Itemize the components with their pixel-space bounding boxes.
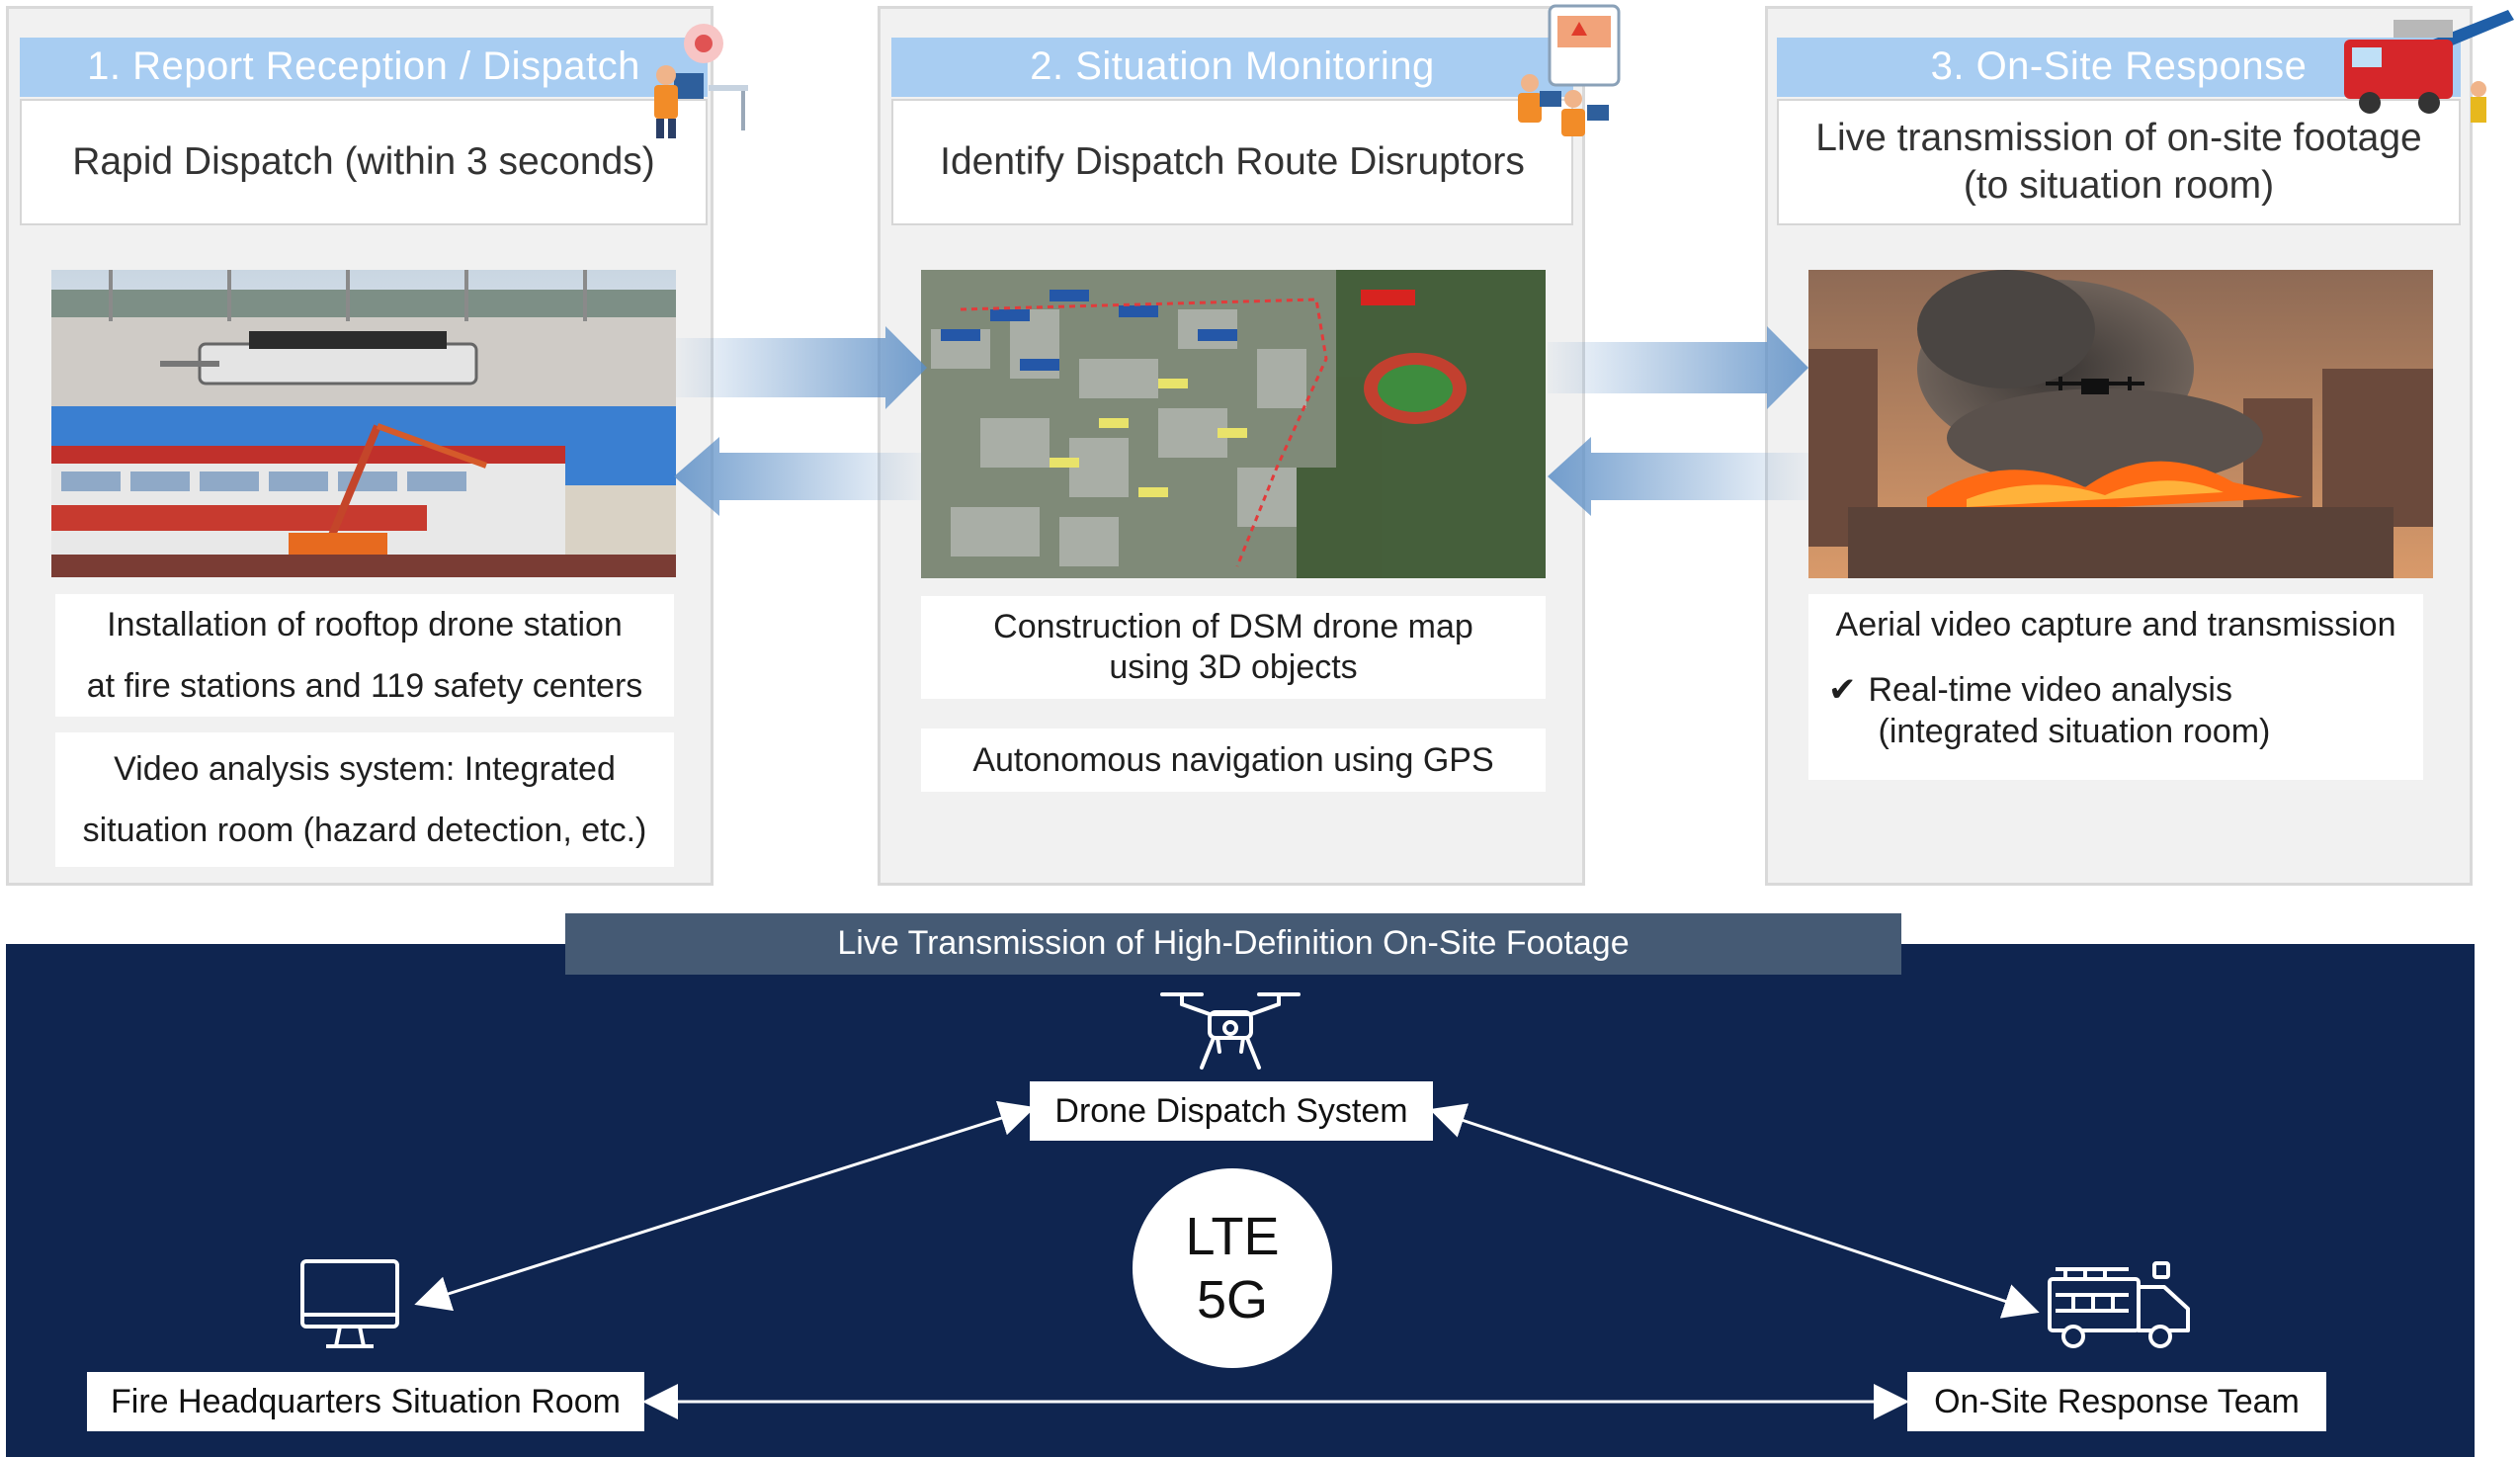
fire-station-ladder-truck-photo <box>51 406 676 577</box>
stage-header-1: 1. Report Reception / Dispatch <box>20 38 708 97</box>
desc-line: Aerial video capture and transmission <box>1835 606 2396 643</box>
subtitle-line: (to situation room) <box>1963 164 2275 207</box>
dispatcher-desk-icon <box>634 14 753 142</box>
check-line: (integrated situation room) <box>1878 713 2271 750</box>
lte-label: LTE <box>1185 1207 1280 1266</box>
dsm-drone-map-satellite-image <box>921 270 1546 578</box>
fire-truck-icon-illustration <box>2334 0 2520 129</box>
desc-line: Autonomous navigation using GPS <box>972 741 1494 779</box>
arrow-2-to-1 <box>674 437 921 516</box>
network-banner: Live Transmission of High-Definition On-… <box>565 913 1901 975</box>
check-line: Real-time video analysis <box>1868 671 2233 709</box>
arrow-3-to-2 <box>1548 437 1808 516</box>
dsm-map-construction-text: Construction of DSM drone map using 3D o… <box>921 596 1546 699</box>
aerial-capture-text: Aerial video capture and transmission ✔ … <box>1808 594 2423 780</box>
on-site-response-team-node: On-Site Response Team <box>1907 1372 2326 1431</box>
video-analysis-system-text: Video analysis system: Integrated situat… <box>55 732 674 867</box>
lte-5g-hub: LTE 5G <box>1133 1168 1332 1368</box>
drone-station-installation-text: Installation of rooftop drone station at… <box>55 594 674 717</box>
check-item-text: Real-time video analysis (integrated sit… <box>1869 669 2271 752</box>
stage-header-3: 3. On-Site Response <box>1777 38 2461 97</box>
fire-truck-icon <box>2046 1257 2194 1352</box>
fire-hq-situation-room-node: Fire Headquarters Situation Room <box>87 1372 644 1431</box>
real-time-analysis-item: ✔ Real-time video analysis (integrated s… <box>1808 669 2423 752</box>
desc-line: situation room (hazard detection, etc.) <box>82 812 647 849</box>
arrow-2-to-3 <box>1548 326 1808 409</box>
stage-subtitle-1: Rapid Dispatch (within 3 seconds) <box>20 99 708 225</box>
subtitle-line: Live transmission of on-site footage <box>1815 117 2422 159</box>
stage-subtitle-2: Identify Dispatch Route Disruptors <box>891 99 1573 225</box>
gps-navigation-text: Autonomous navigation using GPS <box>921 728 1546 792</box>
checkmark-icon: ✔ <box>1828 671 1857 709</box>
monitoring-operators-icon <box>1510 0 1629 138</box>
link-hq-drone <box>414 1100 1036 1312</box>
monitor-icon <box>298 1257 401 1352</box>
desc-line: Video analysis system: Integrated <box>114 750 616 788</box>
rooftop-drone-station-photo <box>51 270 676 406</box>
5g-label: 5G <box>1196 1270 1269 1329</box>
drone-icon <box>1158 988 1302 1073</box>
drone-dispatch-system-node: Drone Dispatch System <box>1030 1081 1433 1141</box>
aerial-fire-drone-image <box>1808 270 2433 578</box>
desc-line: at fire stations and 119 safety centers <box>86 667 643 705</box>
link-drone-team <box>1429 1103 2040 1319</box>
desc-line: Installation of rooftop drone station <box>107 606 623 643</box>
arrow-1-to-2 <box>676 326 927 409</box>
stage-subtitle-3: Live transmission of on-site footage (to… <box>1777 99 2461 225</box>
flow-arrows <box>674 326 1808 516</box>
stage-header-2: 2. Situation Monitoring <box>891 38 1573 97</box>
desc-line: using 3D objects <box>1109 648 1358 686</box>
desc-line: Construction of DSM drone map <box>993 608 1473 645</box>
